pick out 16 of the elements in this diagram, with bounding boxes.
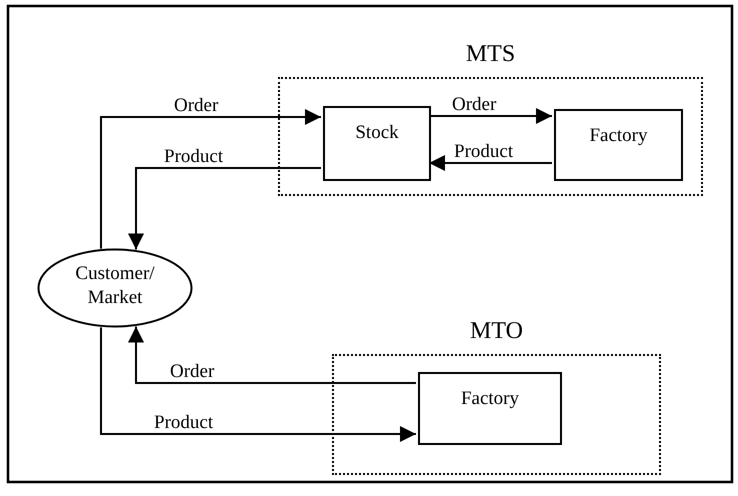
process-box: [418, 372, 562, 445]
arrow: [128, 326, 416, 384]
ellipse-node: [37, 248, 193, 328]
arrow: [100, 327, 416, 442]
box-label: Factory: [460, 388, 520, 410]
arrow: [128, 167, 321, 250]
group-title: MTO: [469, 318, 524, 345]
box-label: Stock: [354, 122, 400, 144]
arrow: [429, 108, 552, 124]
group-title: MTS: [464, 41, 516, 68]
arrow: [100, 109, 321, 249]
process-box: [554, 109, 683, 181]
box-label: Factory: [588, 125, 649, 147]
process-box: [323, 106, 431, 181]
arrow: [429, 155, 552, 171]
node-label: Customer/ Market: [74, 262, 156, 310]
